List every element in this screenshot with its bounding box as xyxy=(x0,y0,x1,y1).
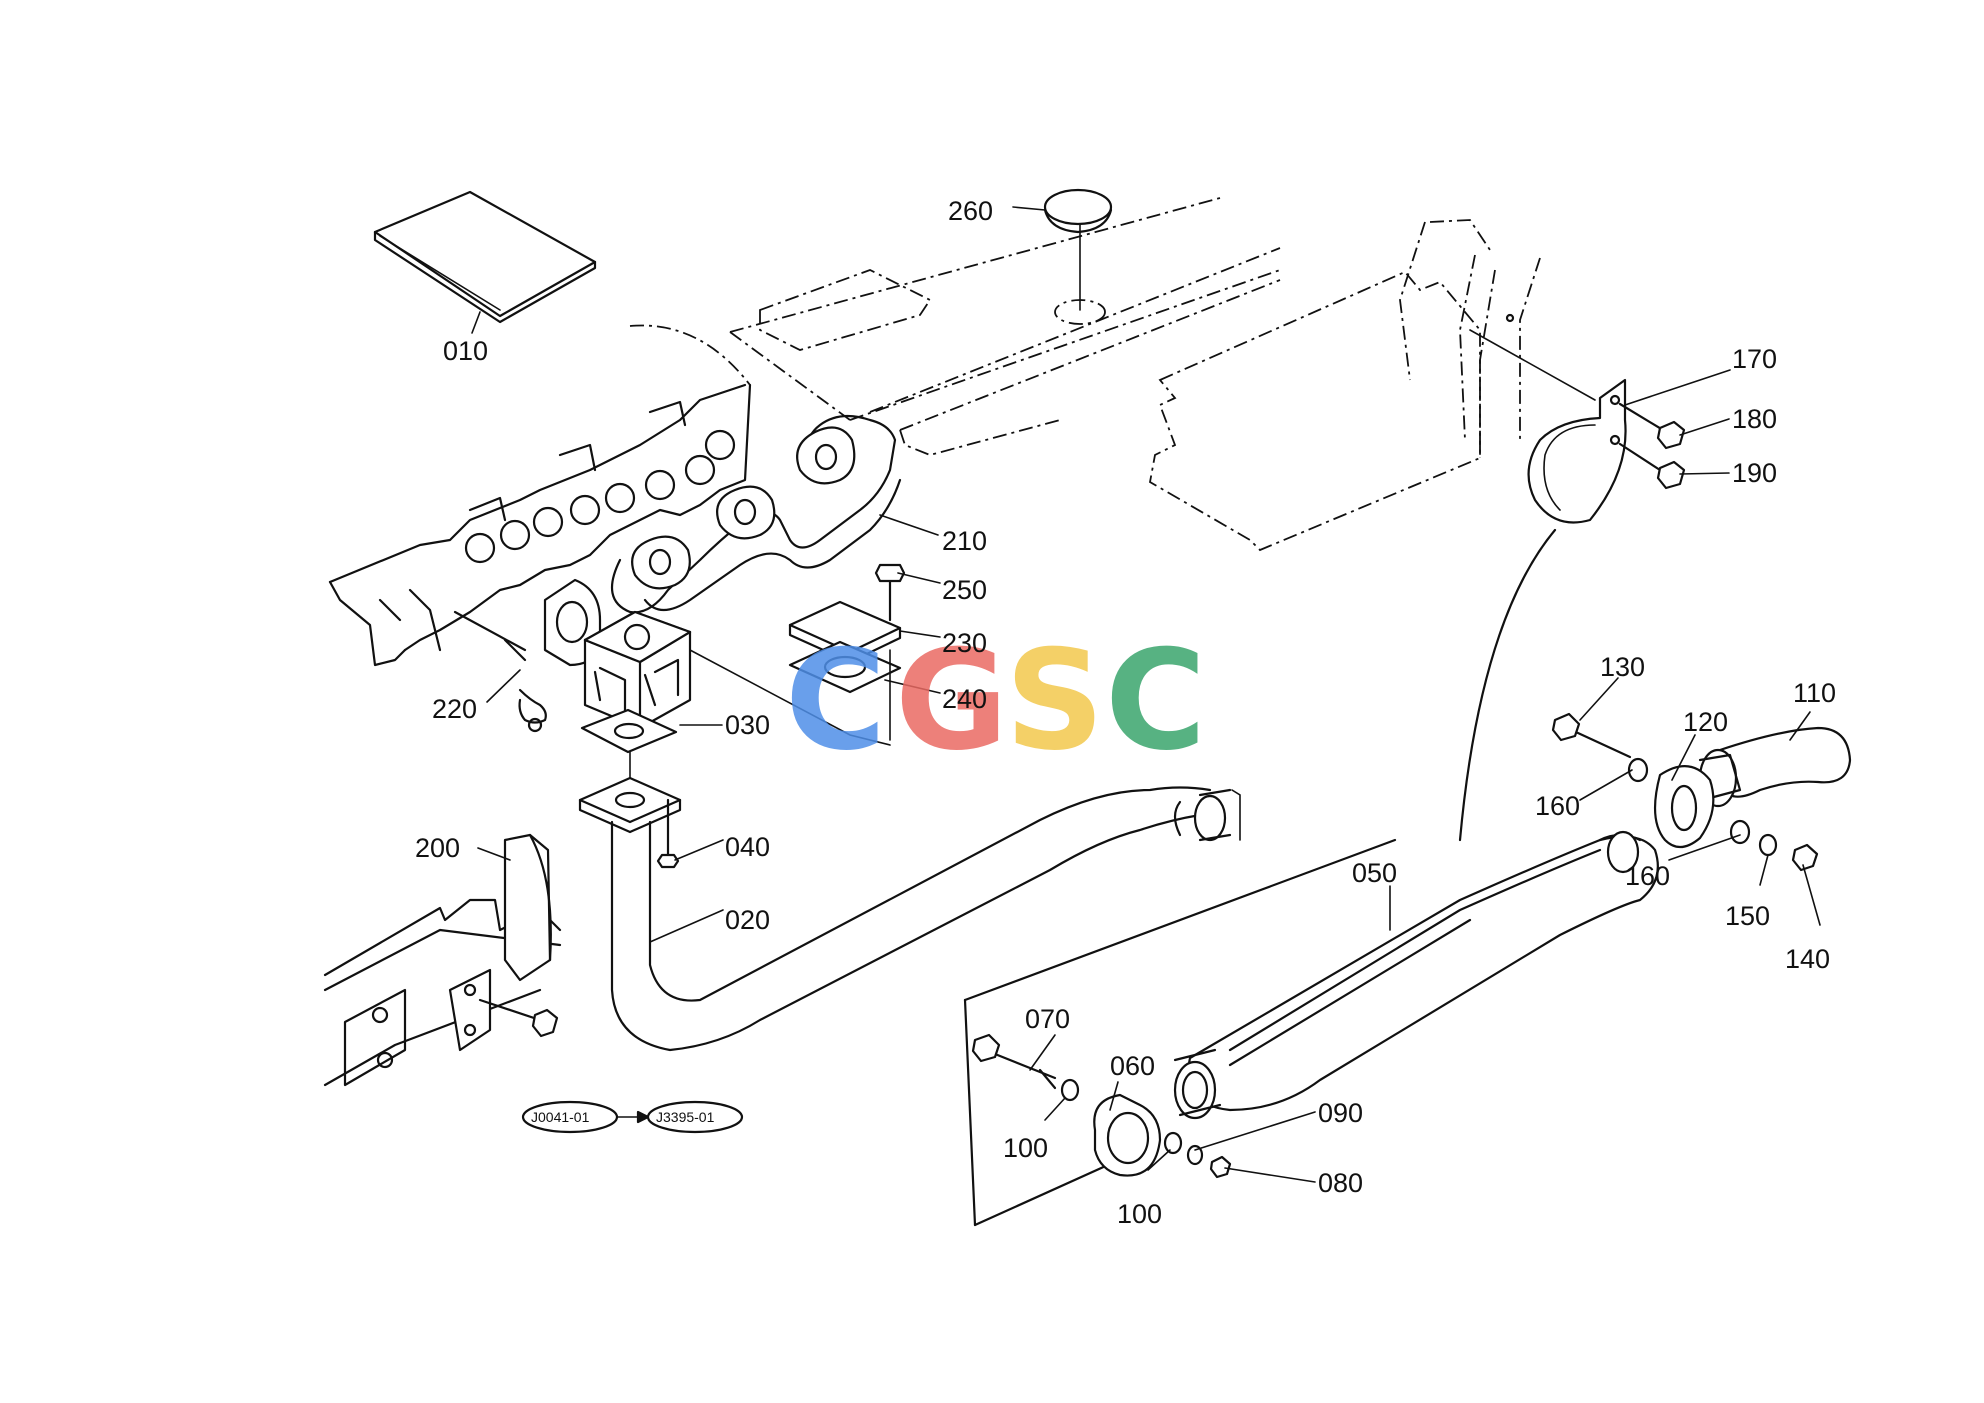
label-100b: 100 xyxy=(1117,1199,1162,1229)
serial-ref-from: J0041-01 xyxy=(531,1109,590,1125)
part-180-190-bolts xyxy=(1618,402,1686,490)
part-labels: 010 260 170 180 190 210 250 230 240 220 … xyxy=(415,196,1836,1229)
label-100a: 100 xyxy=(1003,1133,1048,1163)
watermark-letter-c1: C xyxy=(785,620,886,781)
label-090: 090 xyxy=(1318,1098,1363,1128)
part-050-muffler xyxy=(1173,830,1659,1120)
label-120: 120 xyxy=(1683,707,1728,737)
exhaust-junction-box xyxy=(583,610,692,730)
part-170-strap xyxy=(1458,329,1627,842)
leader-lines xyxy=(471,311,1821,1183)
side-panel xyxy=(1148,219,1541,552)
watermark-letter-s: S xyxy=(1005,620,1104,781)
label-140: 140 xyxy=(1785,944,1830,974)
label-040: 040 xyxy=(725,832,770,862)
label-260: 260 xyxy=(948,196,993,226)
serial-references: J0041-01 J3395-01 xyxy=(521,1100,744,1134)
label-190: 190 xyxy=(1732,458,1777,488)
label-110: 110 xyxy=(1793,678,1836,708)
part-220-stud xyxy=(453,610,547,733)
part-110-tailpipe-assembly xyxy=(1551,712,1852,872)
label-150: 150 xyxy=(1725,901,1770,931)
label-240: 240 xyxy=(942,684,987,714)
label-160b: 160 xyxy=(1625,861,1670,891)
part-060-clamp-assembly xyxy=(971,1033,1232,1179)
label-050: 050 xyxy=(1352,858,1397,888)
engine-block xyxy=(328,324,752,667)
label-210: 210 xyxy=(942,526,987,556)
label-030: 030 xyxy=(725,710,770,740)
label-080: 080 xyxy=(1318,1168,1363,1198)
bonnet-frame xyxy=(729,197,1281,456)
label-010: 010 xyxy=(443,336,488,366)
label-160a: 160 xyxy=(1535,791,1580,821)
part-260-cap xyxy=(1012,188,1113,234)
part-230-240-250-cover xyxy=(689,563,906,746)
cgsc-watermark: C G S C xyxy=(785,620,1206,781)
serial-ref-to: J3395-01 xyxy=(656,1109,715,1125)
label-200: 200 xyxy=(415,833,460,863)
label-180: 180 xyxy=(1732,404,1777,434)
part-200-heat-shield xyxy=(323,833,562,1087)
label-020: 020 xyxy=(725,905,770,935)
label-060: 060 xyxy=(1110,1051,1155,1081)
label-250: 250 xyxy=(942,575,987,605)
part-020-pipe xyxy=(610,786,1241,1052)
part-040-flange xyxy=(578,751,682,869)
label-070: 070 xyxy=(1025,1004,1070,1034)
watermark-letter-g: G xyxy=(895,620,1008,781)
label-220: 220 xyxy=(432,694,477,724)
watermark-letter-c2: C xyxy=(1105,620,1206,781)
label-230: 230 xyxy=(942,628,987,658)
label-130: 130 xyxy=(1600,652,1645,682)
label-170: 170 xyxy=(1732,344,1777,374)
part-010-booklet xyxy=(373,190,597,324)
part-030-gasket xyxy=(580,708,678,754)
